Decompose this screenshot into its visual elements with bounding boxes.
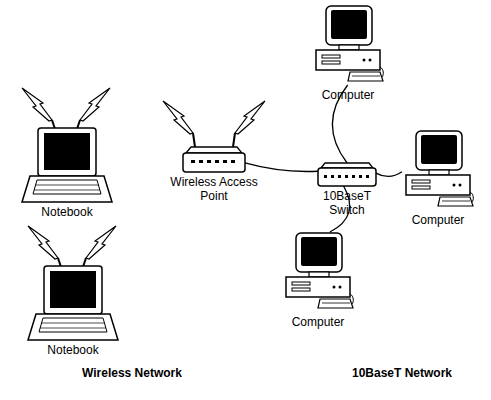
device-label: Computer xyxy=(393,213,483,227)
device-label: Wireless Access Point xyxy=(168,175,260,203)
device-label: Notebook xyxy=(28,343,118,357)
network-cable xyxy=(376,172,402,177)
device-label: 10BaseT Switch xyxy=(317,189,377,217)
computer-node: Computer xyxy=(282,232,354,312)
access-point-node: Wireless Access Point xyxy=(183,147,245,172)
device-caption: Computer xyxy=(393,210,483,227)
device-label: Notebook xyxy=(22,205,112,219)
device-caption: Notebook xyxy=(28,340,118,357)
device-caption: Notebook xyxy=(22,202,112,219)
device-caption: Wireless Access Point xyxy=(168,172,260,203)
computer-node: Computer xyxy=(312,5,384,85)
computer-node: Computer xyxy=(402,130,474,210)
device-caption: 10BaseT Switch xyxy=(317,186,377,217)
device-label: Computer xyxy=(303,88,393,102)
device-label: Computer xyxy=(273,315,363,329)
network-label: Wireless Network xyxy=(82,366,182,380)
network-cable xyxy=(245,163,318,172)
notebook-node: Notebook xyxy=(28,268,118,340)
notebook-node: Notebook xyxy=(22,130,112,202)
network-label: 10BaseT Network xyxy=(352,366,452,380)
device-caption: Computer xyxy=(273,312,363,329)
device-caption: Computer xyxy=(303,85,393,102)
switch-node: 10BaseT Switch xyxy=(318,163,376,186)
